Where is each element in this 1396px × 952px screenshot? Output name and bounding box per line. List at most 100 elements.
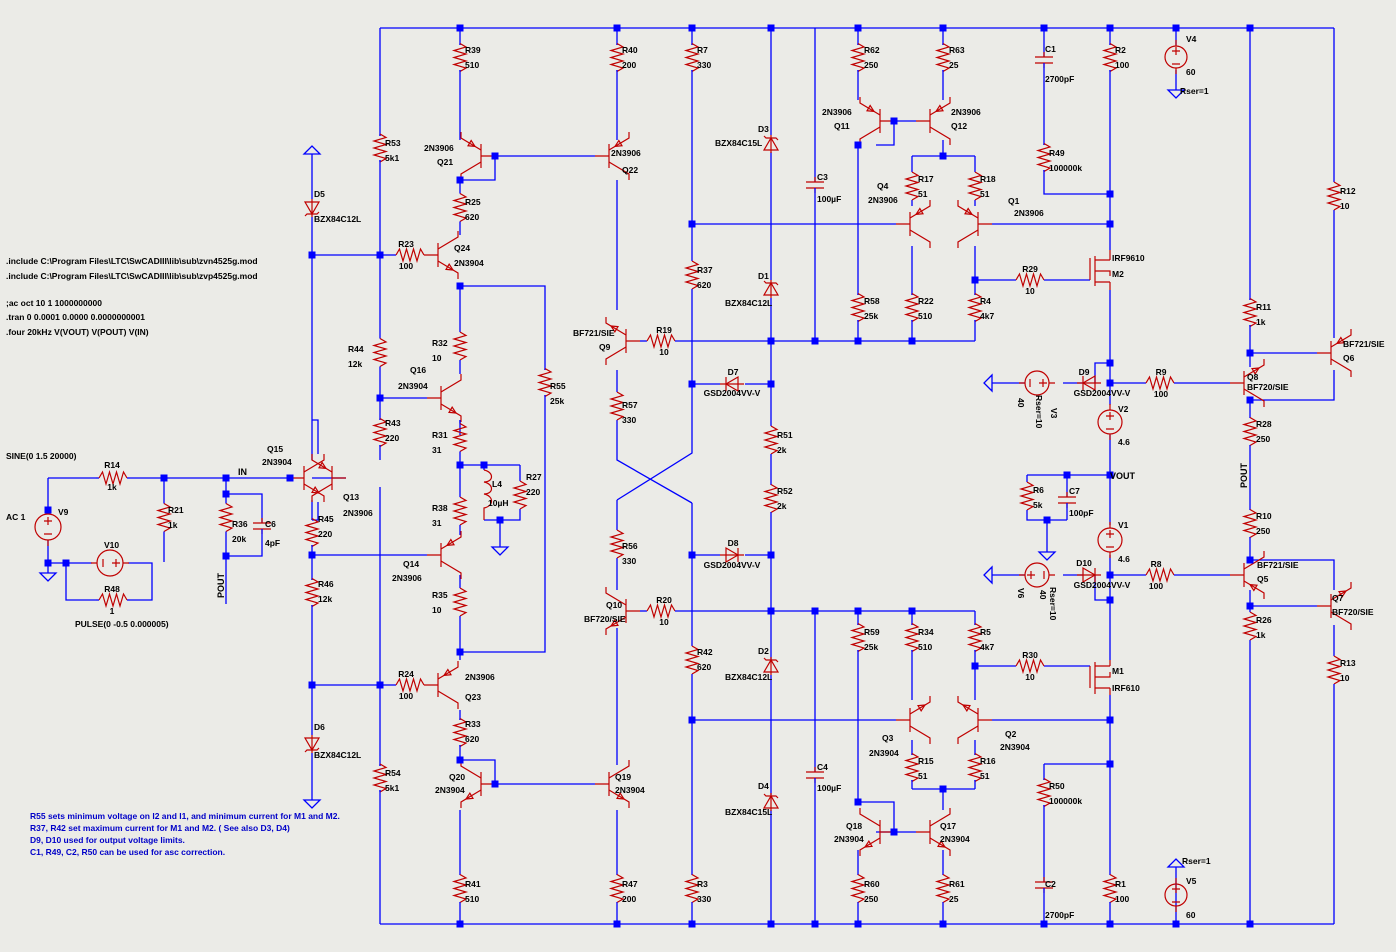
resistor-r31[interactable]: [451, 420, 469, 455]
resistor-r29[interactable]: [1015, 271, 1045, 289]
note-r37-r42[interactable]: R37, R42 set maximum current for M1 and …: [30, 823, 290, 833]
resistor-r11[interactable]: [1241, 297, 1259, 328]
resistor-r14[interactable]: [96, 469, 130, 487]
zener-d5[interactable]: [303, 199, 321, 217]
transistor-q6[interactable]: [1317, 329, 1352, 377]
net-label-in[interactable]: IN: [238, 467, 247, 477]
directive-tran[interactable]: .tran 0 0.0001 0.0000 0.0000000001: [6, 312, 145, 322]
zener-d6[interactable]: [303, 735, 321, 753]
resistor-r27[interactable]: [511, 480, 529, 510]
transistor-q13[interactable]: [311, 454, 346, 502]
directive-include-zvn[interactable]: .include C:\Program Files\LTC\SwCADIII\l…: [6, 256, 258, 266]
resistor-r43[interactable]: [371, 417, 389, 448]
voltage-source-v6[interactable]: [1019, 562, 1055, 588]
note-r55[interactable]: R55 sets minimum voltage on I2 and I1, a…: [30, 811, 340, 821]
resistor-r4[interactable]: [966, 292, 984, 323]
net-label-vout[interactable]: VOUT: [1110, 471, 1136, 481]
resistor-r6[interactable]: [1018, 480, 1036, 512]
diode-d7[interactable]: [720, 375, 744, 393]
transistor-q20[interactable]: [460, 760, 495, 808]
resistor-r45[interactable]: [303, 517, 321, 548]
transistor-q5[interactable]: [1230, 551, 1265, 599]
resistor-r24[interactable]: [395, 676, 425, 694]
resistor-r51[interactable]: [762, 425, 780, 455]
resistor-r30[interactable]: [1015, 657, 1045, 675]
note-compensation[interactable]: C1, R49, C2, R50 can be used for asc cor…: [30, 847, 225, 857]
net-label-pout-right[interactable]: POUT: [1239, 462, 1249, 488]
resistor-r21[interactable]: [155, 500, 173, 535]
resistor-r61[interactable]: [934, 873, 952, 904]
transistor-q4[interactable]: [896, 200, 931, 248]
resistor-r19[interactable]: [646, 332, 676, 350]
transistor-q18[interactable]: [859, 808, 894, 856]
capacitor-c3[interactable]: [806, 175, 824, 195]
transistor-q9[interactable]: [605, 317, 640, 365]
resistor-r17[interactable]: [903, 171, 921, 201]
directive-ac-comment[interactable]: ;ac oct 10 1 1000000000: [6, 298, 102, 308]
transistor-q16[interactable]: [427, 374, 462, 422]
resistor-r60[interactable]: [849, 873, 867, 904]
resistor-r7[interactable]: [683, 42, 701, 73]
resistor-r23[interactable]: [395, 246, 425, 264]
zener-d3[interactable]: [762, 135, 780, 153]
comment-notes[interactable]: R55 sets minimum voltage on I2 and I1, a…: [30, 811, 340, 857]
resistor-r59[interactable]: [849, 622, 867, 653]
resistor-r39[interactable]: [451, 42, 469, 73]
resistor-r2[interactable]: [1101, 42, 1119, 73]
directive-four[interactable]: .four 20kHz V(VOUT) V(POUT) V(IN): [6, 327, 149, 337]
resistor-r25[interactable]: [451, 192, 469, 223]
resistor-r15[interactable]: [903, 752, 921, 783]
transistor-q7[interactable]: [1317, 582, 1352, 630]
resistor-r33[interactable]: [451, 717, 469, 748]
resistor-r5[interactable]: [966, 622, 984, 653]
transistor-q10[interactable]: [605, 587, 640, 635]
resistor-r37[interactable]: [683, 258, 701, 292]
resistor-r16[interactable]: [966, 752, 984, 783]
resistor-r32[interactable]: [451, 330, 469, 362]
voltage-source-v1[interactable]: [1097, 522, 1123, 558]
resistor-r1[interactable]: [1101, 873, 1119, 904]
resistor-r8[interactable]: [1145, 566, 1175, 584]
resistor-r55[interactable]: [536, 367, 554, 398]
transistor-q22[interactable]: [595, 132, 630, 180]
resistor-r28[interactable]: [1241, 416, 1259, 447]
directive-include-zvp[interactable]: .include C:\Program Files\LTC\SwCADIII\l…: [6, 271, 258, 281]
capacitor-c2[interactable]: [1035, 875, 1053, 895]
transistor-q2[interactable]: [957, 696, 992, 744]
transistor-q11[interactable]: [859, 97, 894, 145]
transistor-q19[interactable]: [595, 760, 630, 808]
note-d9-d10[interactable]: D9, D10 used for output voltage limits.: [30, 835, 185, 845]
resistor-r35[interactable]: [451, 587, 469, 617]
resistor-r42[interactable]: [683, 645, 701, 675]
capacitor-c4[interactable]: [806, 765, 824, 785]
transistor-q3[interactable]: [896, 696, 931, 744]
resistor-r58[interactable]: [849, 292, 867, 323]
resistor-r9[interactable]: [1145, 374, 1175, 392]
resistor-r50[interactable]: [1035, 777, 1053, 808]
transistor-q1[interactable]: [957, 200, 992, 248]
diode-d9[interactable]: [1077, 374, 1101, 392]
diode-d10[interactable]: [1077, 566, 1101, 584]
zener-d1[interactable]: [762, 280, 780, 298]
resistor-r62[interactable]: [849, 42, 867, 73]
resistor-r26[interactable]: [1241, 611, 1259, 641]
voltage-source-v4[interactable]: [1164, 40, 1188, 74]
zener-d2[interactable]: [762, 657, 780, 675]
mosfet-m2[interactable]: [1089, 250, 1111, 290]
zener-d4[interactable]: [762, 793, 780, 811]
mosfet-m1[interactable]: [1089, 660, 1111, 695]
resistor-r38[interactable]: [451, 495, 469, 527]
transistor-q23[interactable]: [424, 661, 459, 709]
resistor-r57[interactable]: [608, 391, 626, 421]
transistor-q12[interactable]: [916, 97, 951, 145]
resistor-r3[interactable]: [683, 873, 701, 904]
resistor-r49[interactable]: [1035, 142, 1053, 173]
resistor-r56[interactable]: [608, 529, 626, 559]
inductor-l4[interactable]: [483, 469, 493, 520]
resistor-r40[interactable]: [608, 42, 626, 73]
capacitor-c6[interactable]: [253, 512, 271, 540]
transistor-q14[interactable]: [427, 531, 462, 579]
resistor-r13[interactable]: [1325, 655, 1343, 685]
transistor-q8[interactable]: [1230, 359, 1265, 407]
capacitor-c1[interactable]: [1035, 50, 1053, 70]
